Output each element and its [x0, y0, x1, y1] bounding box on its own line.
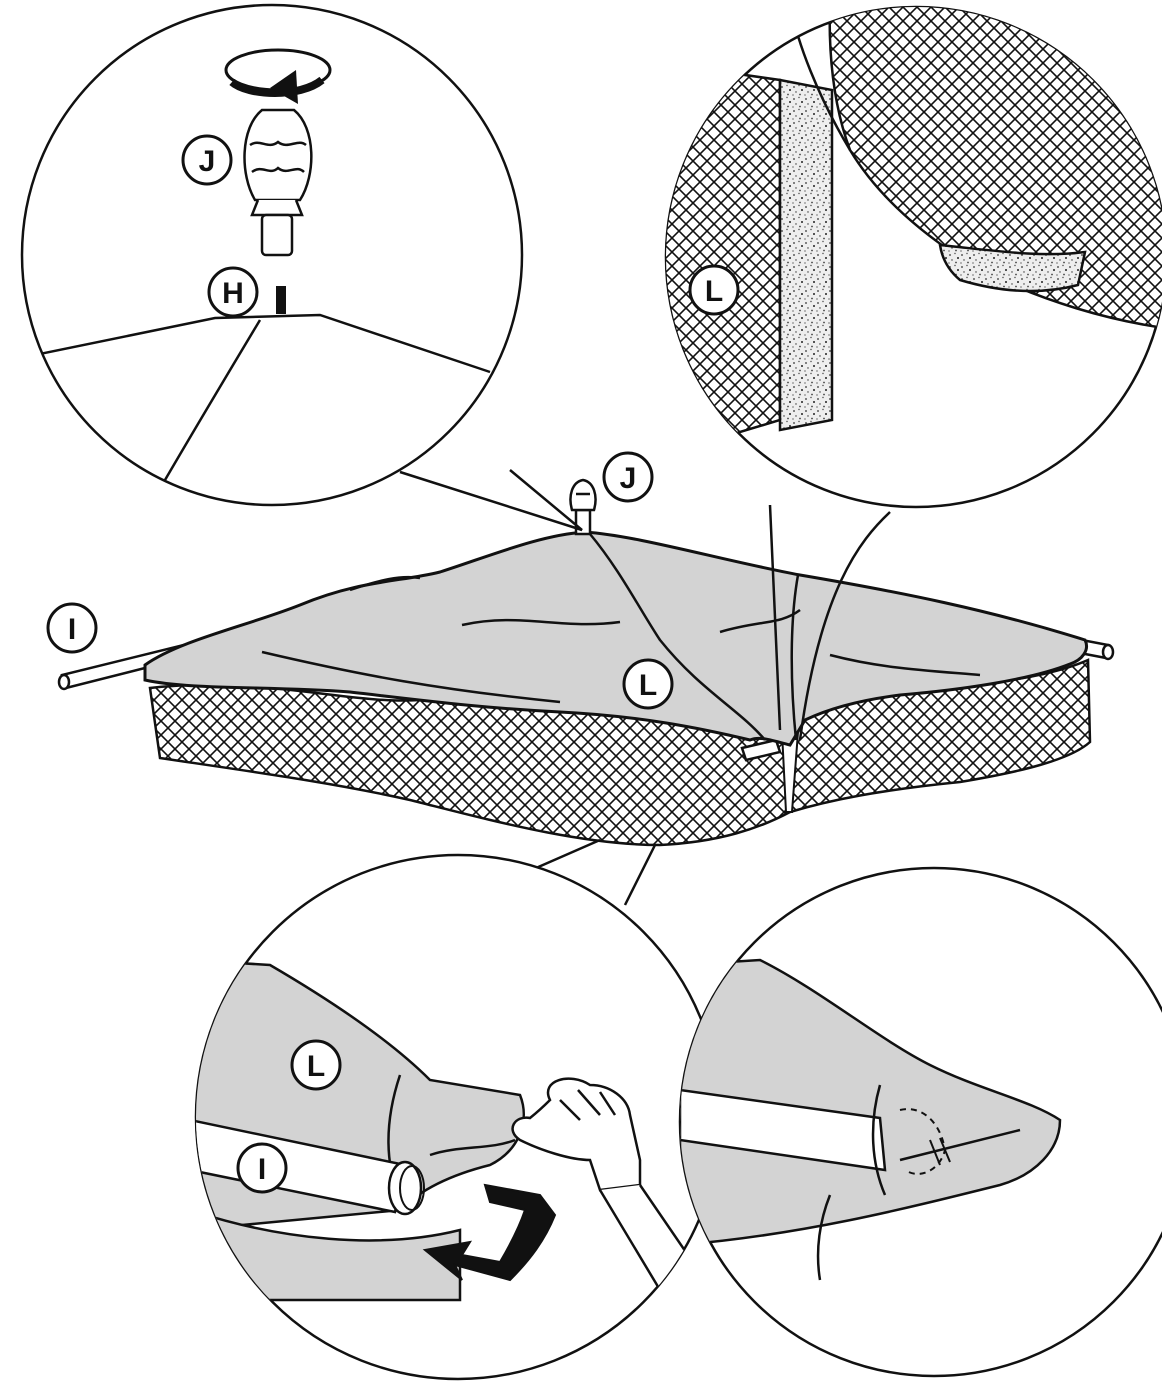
label-l-detail-bottom: L [290, 1039, 342, 1091]
canopy-corner-secured [680, 958, 1062, 1247]
support-rod-front [740, 738, 782, 762]
rod-inside-cover [680, 1088, 887, 1172]
rotate-arrow-icon [224, 48, 332, 104]
detail-bottom-right [678, 866, 1162, 1378]
pin-rod [276, 286, 286, 314]
canopy-top-knob [569, 478, 597, 536]
svg-text:L: L [307, 1050, 325, 1083]
label-j-detail: J [181, 134, 233, 186]
svg-text:J: J [199, 145, 216, 178]
finial-cap [243, 108, 313, 257]
svg-text:I: I [258, 1153, 266, 1186]
svg-text:L: L [705, 275, 723, 308]
main-canopy-assembly [57, 478, 1115, 847]
label-i-detail-bottom: I [236, 1142, 288, 1194]
label-h-detail: H [207, 266, 259, 318]
canopy-cover [143, 530, 1088, 747]
label-l-detail-top: L [688, 264, 740, 316]
net-panel-left [666, 58, 782, 442]
canopy-seams [261, 533, 981, 741]
label-i-main: I [46, 602, 98, 654]
detail-bottom-left: L I [194, 838, 722, 1381]
svg-text:L: L [639, 669, 657, 702]
detail-top-left: J H [20, 3, 583, 532]
velcro-patch [938, 243, 1087, 293]
svg-text:H: H [222, 277, 244, 310]
svg-text:I: I [68, 613, 76, 646]
net-panel-flap [828, 7, 1162, 332]
label-l-main: L [622, 658, 674, 710]
svg-text:J: J [620, 462, 637, 495]
pull-arrow-icon [422, 1183, 557, 1282]
label-j-main: J [602, 451, 654, 503]
rod-end [196, 1118, 407, 1214]
velcro-strip [778, 78, 834, 432]
